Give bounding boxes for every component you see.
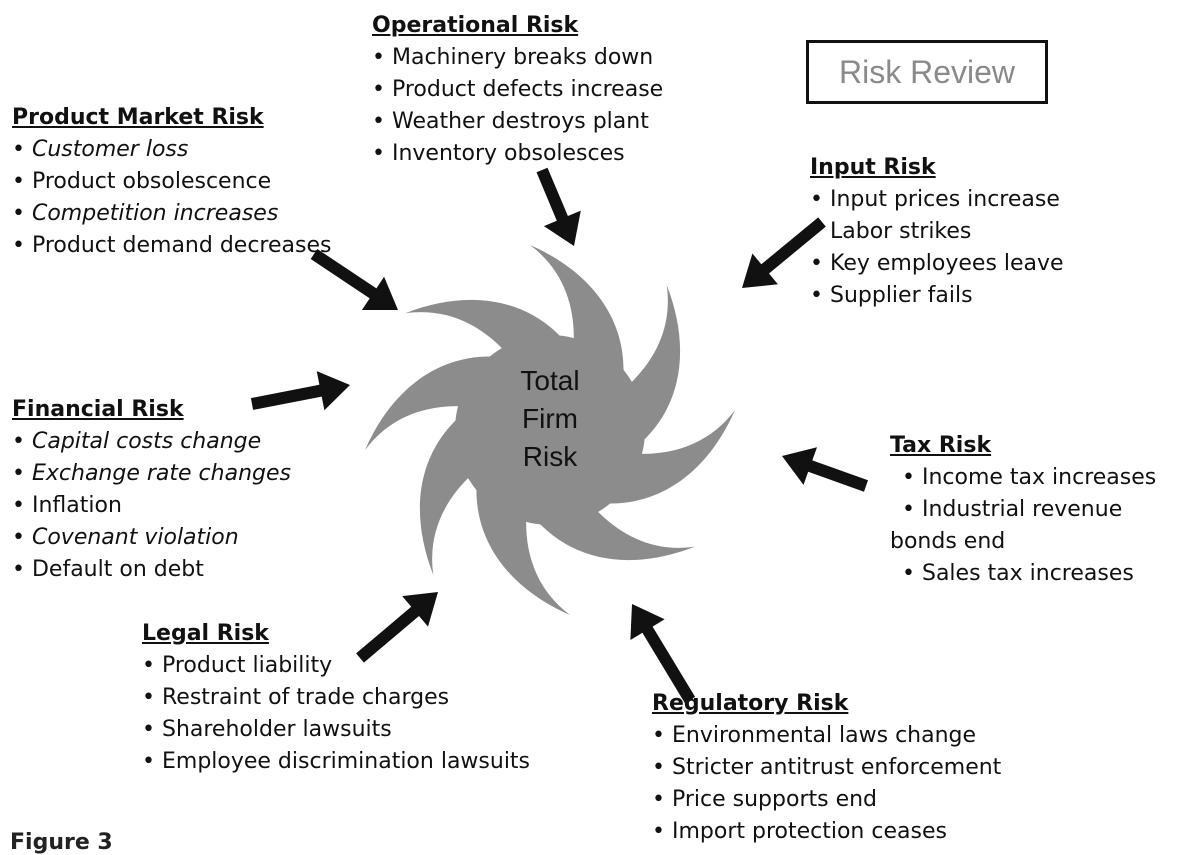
product-market-arrow: [310, 249, 398, 310]
financial-risk-header: Financial Risk: [12, 397, 184, 422]
swirl-shape: [365, 245, 735, 615]
list-item: Capital costs change: [12, 426, 291, 458]
list-item: Shareholder lawsuits: [142, 714, 530, 746]
list-item: Restraint of trade charges: [142, 682, 530, 714]
legal-risk-list: Product liability Restraint of trade cha…: [142, 650, 530, 778]
list-item: Product demand decreases: [12, 230, 331, 262]
list-item: Income tax increases: [890, 462, 1156, 494]
list-item: Sales tax increases: [890, 558, 1156, 590]
list-item: Product obsolescence: [12, 166, 331, 198]
operational-risk-list: Machinery breaks down Product defects in…: [372, 42, 663, 170]
list-item: Exchange rate changes: [12, 458, 291, 490]
operational-risk-block: Operational Risk Machinery breaks down P…: [372, 10, 663, 170]
list-item: Weather destroys plant: [372, 106, 663, 138]
list-item: bonds end: [890, 529, 1006, 554]
list-item: Employee discrimination lawsuits: [142, 746, 530, 778]
regulatory-risk-list: Environmental laws change Stricter antit…: [652, 720, 1001, 848]
list-item: Price supports end: [652, 784, 1001, 816]
list-item: Labor strikes: [810, 216, 1064, 248]
list-item: Input prices increase: [810, 184, 1064, 216]
center-line-3: Risk: [522, 441, 578, 472]
list-item: Inflation: [12, 490, 291, 522]
tax-risk-header: Tax Risk: [890, 433, 992, 458]
operational-arrow: [536, 167, 581, 246]
product-market-risk-header: Product Market Risk: [12, 105, 264, 130]
center-line-2: Firm: [522, 403, 578, 434]
financial-arrow: [250, 371, 350, 411]
regulatory-risk-block: Regulatory Risk Environmental laws chang…: [652, 688, 1001, 848]
input-arrow: [742, 217, 826, 288]
regulatory-arrow: [630, 604, 696, 704]
list-item: Competition increases: [12, 198, 331, 230]
swirl-hub: [455, 335, 645, 525]
tax-risk-block: Tax Risk Income tax increases Industrial…: [890, 430, 1156, 590]
list-item: Product defects increase: [372, 74, 663, 106]
financial-risk-list: Capital costs change Exchange rate chang…: [12, 426, 291, 586]
list-item: Supplier fails: [810, 280, 1064, 312]
input-risk-list: Input prices increase Labor strikes Key …: [810, 184, 1064, 312]
tax-risk-list: Income tax increases Industrial revenue …: [890, 462, 1156, 590]
list-item: Customer loss: [12, 134, 331, 166]
legal-arrow: [356, 592, 438, 663]
list-item: Industrial revenue: [890, 494, 1156, 526]
title-text: Risk Review: [838, 53, 1016, 90]
regulatory-risk-header: Regulatory Risk: [652, 691, 849, 716]
figure-caption: Figure 3: [10, 830, 113, 855]
product-market-risk-block: Product Market Risk Customer loss Produc…: [12, 102, 331, 262]
list-item: Covenant violation: [12, 522, 291, 554]
center-line-1: Total: [520, 365, 580, 396]
tax-arrow: [782, 447, 868, 492]
list-item: Environmental laws change: [652, 720, 1001, 752]
list-item: Default on debt: [12, 554, 291, 586]
input-risk-header: Input Risk: [810, 155, 936, 180]
legal-risk-block: Legal Risk Product liability Restraint o…: [142, 618, 530, 778]
financial-risk-block: Financial Risk Capital costs change Exch…: [12, 394, 291, 586]
input-risk-block: Input Risk Input prices increase Labor s…: [810, 152, 1064, 312]
list-item: Inventory obsolesces: [372, 138, 663, 170]
total-firm-risk-label: Total Firm Risk: [490, 362, 610, 476]
product-market-risk-list: Customer loss Product obsolescence Compe…: [12, 134, 331, 262]
arrows-group: [250, 167, 868, 704]
risk-review-title: Risk Review: [806, 40, 1048, 104]
list-item: Import protection ceases: [652, 816, 1001, 848]
list-item: Stricter antitrust enforcement: [652, 752, 1001, 784]
legal-risk-header: Legal Risk: [142, 621, 269, 646]
list-item: Machinery breaks down: [372, 42, 663, 74]
list-item: Key employees leave: [810, 248, 1064, 280]
list-item: Product liability: [142, 650, 530, 682]
operational-risk-header: Operational Risk: [372, 13, 579, 38]
